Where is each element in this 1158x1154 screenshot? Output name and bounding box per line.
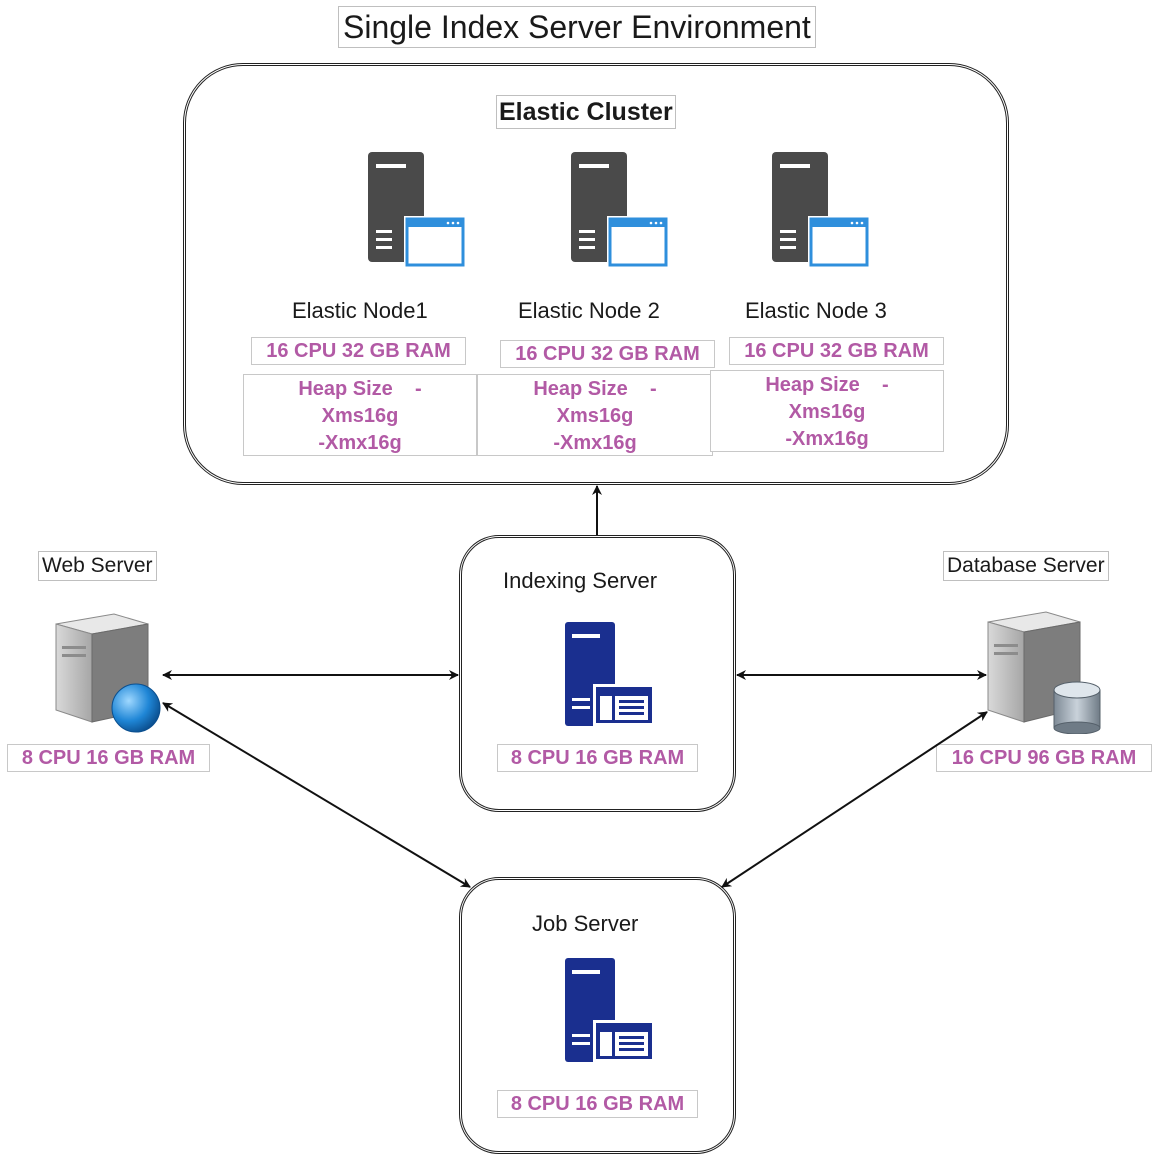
heap-xmx-line: -Xmx16g xyxy=(318,432,402,454)
heap-xmx-line: -Xmx16g xyxy=(553,432,637,454)
elastic-node-3-server-icon xyxy=(772,152,870,268)
heap-size-line: Heap Size - xyxy=(533,378,657,400)
database-server-icon xyxy=(987,611,1101,734)
elastic-node-1-server-icon xyxy=(368,152,466,268)
heap-xms-line: Xms16g xyxy=(556,405,634,427)
elastic-cluster-label: Elastic Cluster xyxy=(496,95,676,129)
elastic-node-2-spec: 16 CPU 32 GB RAM xyxy=(500,340,715,368)
indexing-server-icon xyxy=(565,622,653,726)
database-job-arrow xyxy=(721,711,988,888)
heap-xmx-line: -Xmx16g xyxy=(785,428,869,450)
diagram-title: Single Index Server Environment xyxy=(338,6,816,48)
job-server-label: Job Server xyxy=(532,911,639,936)
heap-xms-line: Xms16g xyxy=(321,405,399,427)
database-server-label: Database Server xyxy=(943,551,1109,581)
elastic-node-1-name: Elastic Node1 xyxy=(292,298,428,323)
elastic-node-2-name: Elastic Node 2 xyxy=(518,298,660,323)
heap-size-line: Heap Size - xyxy=(765,374,889,396)
web-server-label: Web Server xyxy=(38,551,157,581)
indexing-server-spec: 8 CPU 16 GB RAM xyxy=(497,744,698,772)
indexing-server-box xyxy=(459,535,736,812)
indexing-server-label: Indexing Server xyxy=(503,568,658,593)
job-server-spec: 8 CPU 16 GB RAM xyxy=(497,1090,698,1118)
web-job-arrow xyxy=(162,702,471,888)
elastic-node-3-name: Elastic Node 3 xyxy=(745,298,887,323)
web-server-globe-icon xyxy=(55,613,161,733)
elastic-node-2-heap: Heap Size - Xms16g -Xmx16g xyxy=(477,374,713,456)
elastic-node-1-heap: Heap Size - Xms16g -Xmx16g xyxy=(243,374,477,456)
elastic-node-3-spec: 16 CPU 32 GB RAM xyxy=(729,337,944,365)
elastic-node-1-spec: 16 CPU 32 GB RAM xyxy=(251,337,466,365)
job-server-icon xyxy=(565,958,653,1062)
elastic-cluster-container xyxy=(183,63,1009,485)
elastic-node-3-heap: Heap Size - Xms16g -Xmx16g xyxy=(710,370,944,452)
elastic-node-2-server-icon xyxy=(571,152,669,268)
job-server-box xyxy=(459,877,736,1154)
heap-size-line: Heap Size - xyxy=(298,378,422,400)
heap-xms-line: Xms16g xyxy=(788,401,866,423)
